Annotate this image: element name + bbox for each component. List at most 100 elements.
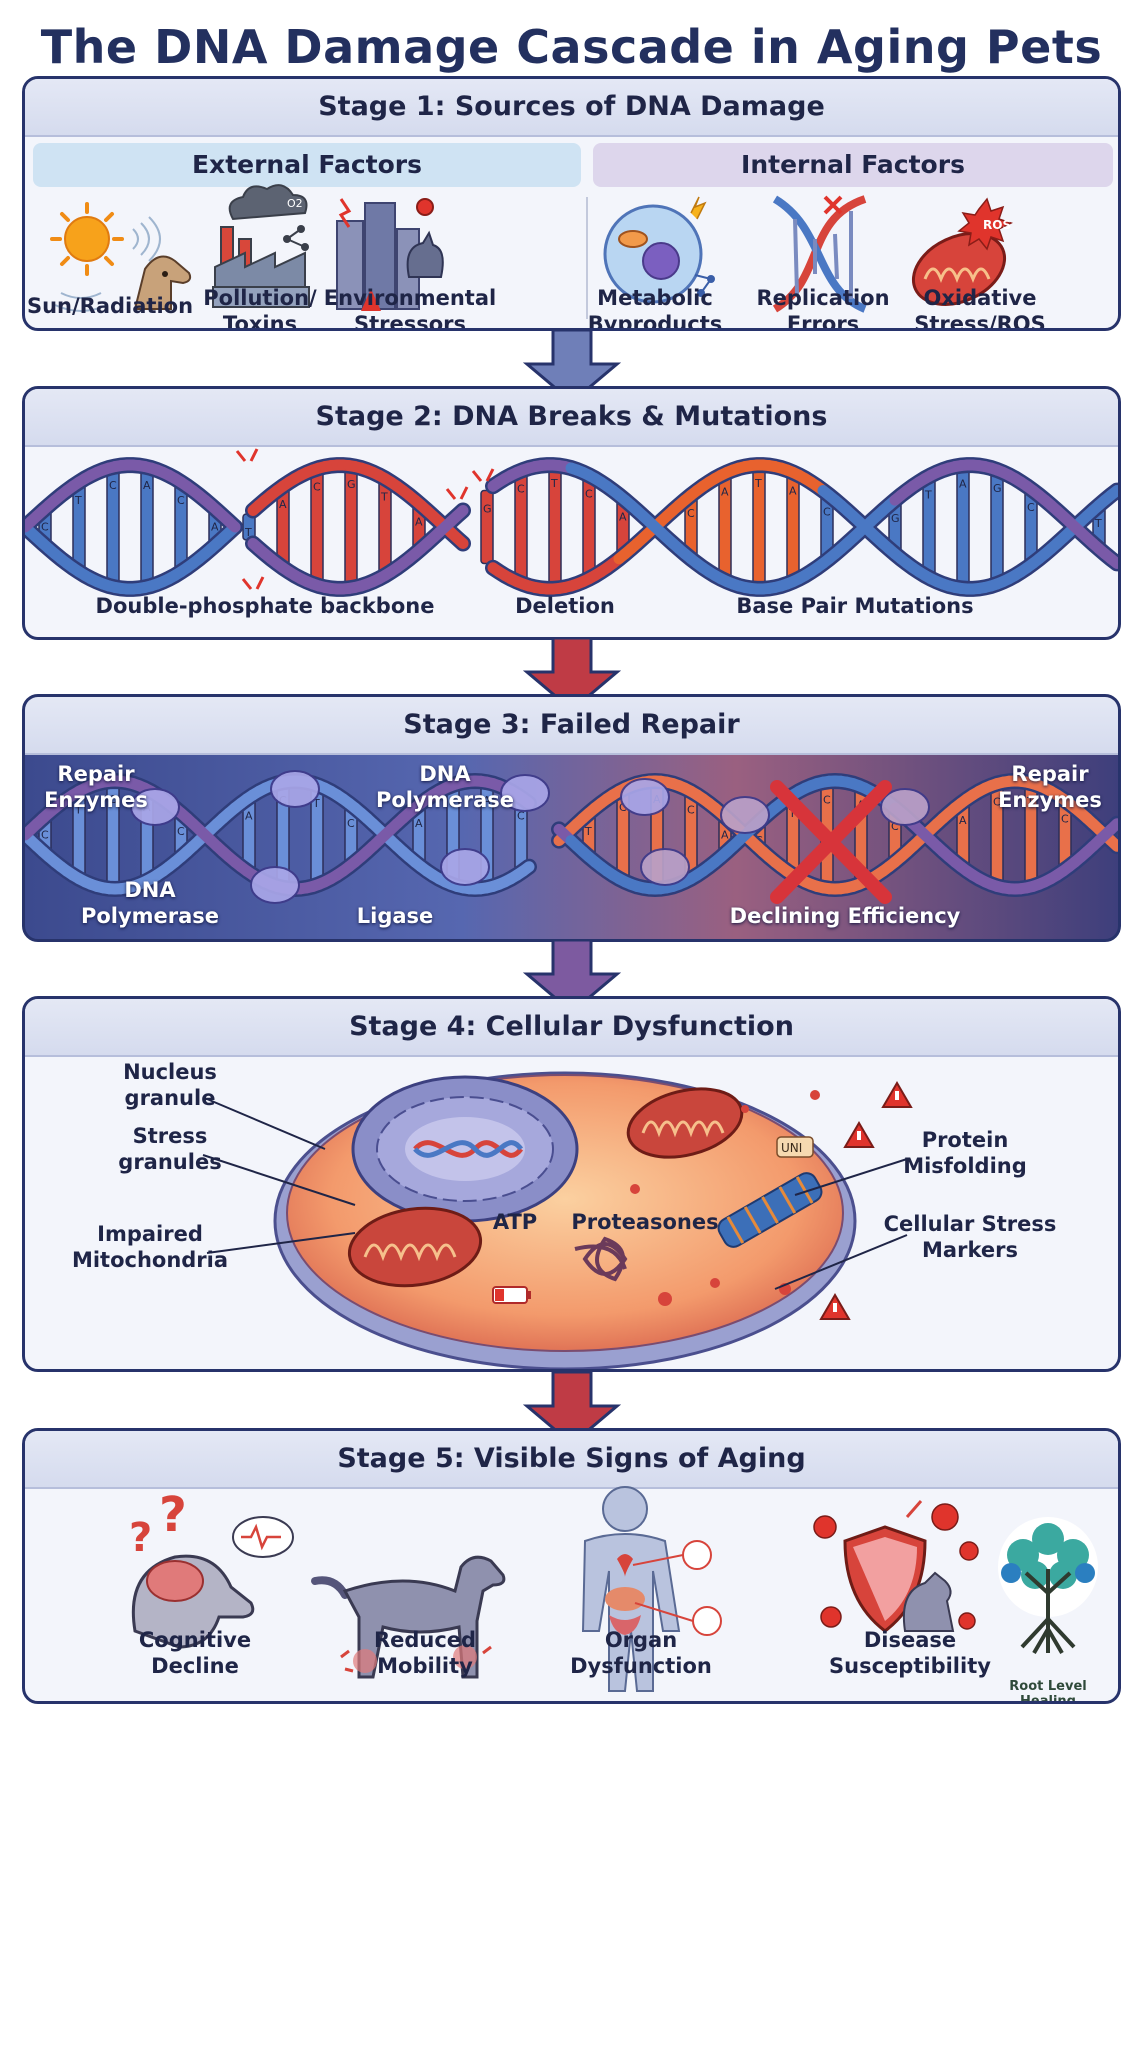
- stage-3-panel: Stage 3: Failed Repair CTCACACTCACACTCAC…: [22, 694, 1121, 942]
- dna-strand-segment: [1105, 835, 1118, 852]
- base-letter: A: [415, 817, 423, 830]
- base-letter: T: [380, 491, 388, 504]
- cell-dysfunction-illustration: UNI: [202, 1071, 913, 1369]
- base-letter: A: [959, 814, 967, 827]
- dna-failed-repair: CTCACACTCACACTCACACTCACACTC: [25, 770, 1118, 904]
- break-spark: [445, 486, 469, 500]
- break-spark: [471, 468, 495, 482]
- base-letter: T: [74, 803, 82, 816]
- base-letter: G: [891, 512, 900, 525]
- stage-1-panel: Stage 1: Sources of DNA Damage External …: [22, 76, 1121, 331]
- base-letter: C: [177, 825, 185, 838]
- repair-enzyme: [880, 788, 930, 826]
- dna-strand-segment: [223, 515, 241, 533]
- base-letter: T: [924, 488, 932, 501]
- arrow-stage-4-to-5: [523, 1372, 621, 1444]
- label-base-pair-mutations: Base Pair Mutations: [736, 594, 974, 618]
- base-letter: C: [347, 817, 355, 830]
- dna-strand-segment: [517, 861, 535, 877]
- repair-enzyme: [270, 770, 320, 808]
- base-letter: C: [41, 521, 49, 534]
- external-factors-heading: External Factors: [33, 143, 581, 187]
- sun-radiation-icon: [50, 202, 192, 312]
- base-letter: A: [619, 510, 627, 523]
- dna-strand-segment: [1105, 485, 1118, 501]
- base-letter: A: [415, 515, 423, 528]
- dna-strand-segment: [451, 532, 469, 549]
- stage-2-heading: Stage 2: DNA Breaks & Mutations: [25, 389, 1118, 447]
- svg-text:ROS: ROS: [983, 218, 1011, 232]
- dna-strand-segment: [1105, 818, 1118, 835]
- base-letter: C: [517, 483, 525, 496]
- base-letter: T: [550, 477, 558, 490]
- svg-text:UNI: UNI: [781, 1141, 802, 1155]
- base-letter: C: [585, 487, 593, 500]
- base-letter: A: [245, 809, 253, 822]
- city-stressors-icon: [336, 198, 444, 311]
- label-ligase: Ligase: [356, 904, 434, 928]
- repair-enzyme: [130, 788, 180, 826]
- base-letter: C: [687, 803, 695, 816]
- stage-4-heading: Stage 4: Cellular Dysfunction: [25, 999, 1118, 1057]
- base-letter: T: [74, 494, 82, 507]
- repair-enzyme: [500, 774, 550, 812]
- base-letter: G: [483, 503, 492, 516]
- stage-5-panel: Stage 5: Visible Signs of Aging ? ?: [22, 1428, 1121, 1704]
- base-letter: C: [449, 797, 457, 810]
- organ-dysfunction-icon: [581, 1486, 722, 1692]
- base-letter: C: [993, 796, 1001, 809]
- stage-4-panel: Stage 4: Cellular Dysfunction: [22, 996, 1121, 1372]
- aging-signs-illustration: ? ?: [129, 1486, 979, 1692]
- base-letter: C: [41, 829, 49, 842]
- internal-factors-heading: Internal Factors: [593, 143, 1113, 187]
- base-letter: T: [788, 807, 796, 820]
- base-letter: C: [109, 793, 117, 806]
- label-proteasomes: Proteasones: [571, 1210, 719, 1234]
- label-sun-radiation: Sun/Radiation: [26, 294, 194, 318]
- base-letter: T: [584, 825, 592, 838]
- stage-5-heading: Stage 5: Visible Signs of Aging: [25, 1431, 1118, 1489]
- arrow-stage-2-to-3: [523, 638, 621, 710]
- label-declining-efficiency: Declining Efficiency: [729, 904, 961, 928]
- factory-icon: O2: [212, 184, 310, 308]
- repair-enzyme: [250, 866, 300, 904]
- repair-enzyme: [440, 848, 490, 886]
- repair-enzyme: [720, 796, 770, 834]
- break-spark: [241, 576, 265, 590]
- repair-enzyme: [640, 848, 690, 886]
- base-letter: A: [721, 829, 729, 842]
- base-letter: C: [1027, 501, 1035, 514]
- dna-strand-segment: [451, 505, 469, 522]
- base-letter: G: [993, 482, 1002, 495]
- arrow-stage-3-to-4: [523, 940, 621, 1012]
- base-letter: C: [517, 809, 525, 822]
- base-letter: C: [687, 507, 695, 520]
- base-letter: A: [721, 485, 729, 498]
- base-letter: C: [313, 481, 321, 494]
- warning-icons: [819, 1081, 913, 1320]
- base-letter: C: [823, 506, 831, 519]
- failed-repair-x-icon: [770, 780, 892, 904]
- label-atp: ATP: [492, 1210, 538, 1234]
- svg-text:?: ?: [129, 1515, 152, 1561]
- disease-susceptibility-icon: [813, 1500, 979, 1633]
- cognitive-decline-icon: ? ?: [129, 1487, 294, 1649]
- base-letter: C: [619, 801, 627, 814]
- base-letter: A: [211, 521, 219, 534]
- base-letter: T: [754, 477, 762, 490]
